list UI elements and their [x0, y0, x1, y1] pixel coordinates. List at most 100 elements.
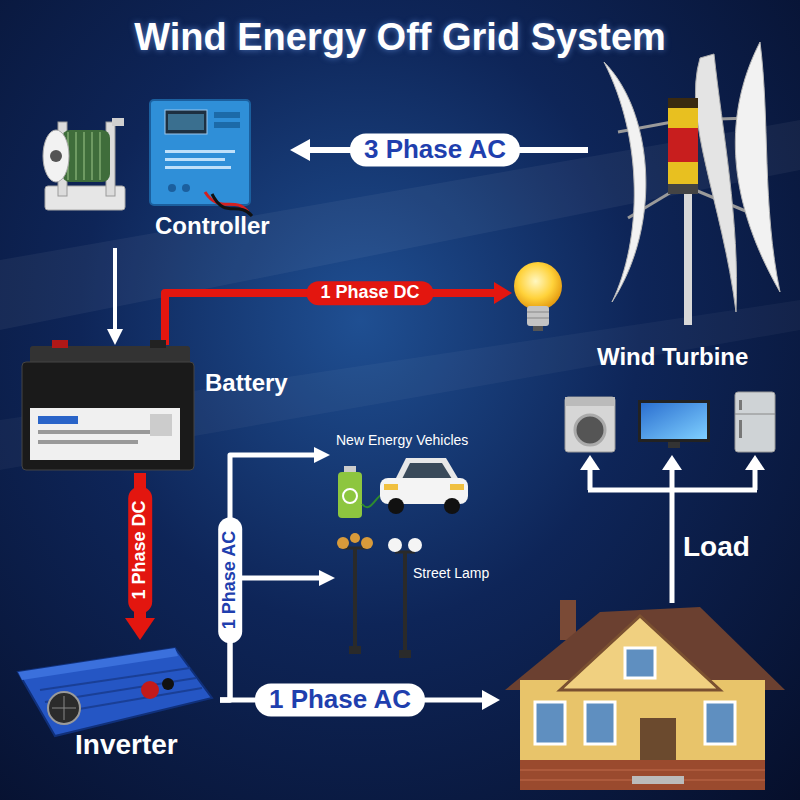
controller-box-part	[165, 166, 231, 169]
controller-box-part	[150, 100, 250, 205]
controller-box-part	[168, 114, 204, 130]
dump-resistor	[43, 118, 125, 210]
wind-turbine-part	[735, 42, 780, 292]
arrow-head	[319, 570, 335, 586]
wind-turbine-part	[668, 128, 698, 162]
street-lamps	[337, 533, 422, 658]
street-lamps-part	[337, 537, 349, 549]
load-arrows-part	[753, 468, 758, 490]
vehicle-icons-part	[384, 484, 398, 490]
connector-label: 3 Phase AC	[350, 133, 520, 166]
controller-box-part	[214, 122, 240, 128]
house-part	[520, 760, 765, 790]
battery-image-part	[38, 440, 138, 444]
arrow-head	[107, 329, 123, 345]
dump-resistor-part	[50, 150, 62, 162]
inverter-image-part	[141, 681, 159, 699]
appliances-part	[575, 415, 605, 445]
battery-image-part	[52, 340, 68, 348]
connector-label: 1 Phase AC	[218, 517, 242, 643]
inverter-label: Inverter	[75, 728, 178, 762]
street-lamps-part	[353, 548, 357, 650]
wire-label: 1 Phase DC	[306, 281, 433, 305]
connector	[107, 248, 123, 345]
wind-turbine-part	[668, 98, 698, 108]
connector-line	[113, 248, 117, 331]
house-part	[705, 702, 735, 744]
background-streaks-part	[0, 300, 800, 470]
battery-image-part	[22, 362, 194, 470]
vehicle-icons-part	[362, 494, 382, 507]
controller-node: Controller	[40, 98, 290, 248]
house-part	[560, 616, 720, 690]
controller-label: Controller	[155, 212, 270, 241]
inverter-image-part	[18, 648, 178, 680]
inverter-image-part	[40, 668, 190, 690]
inverter-image-part	[48, 692, 80, 724]
controller-box-part	[165, 158, 225, 161]
light-bulb-part	[533, 326, 543, 331]
background-streaks-part	[0, 120, 800, 330]
light-bulb-part	[527, 312, 549, 313]
arrow-head	[290, 139, 310, 161]
dump-resistor-part	[75, 132, 77, 180]
house-part	[520, 770, 765, 771]
appliances-part	[565, 397, 615, 452]
controller-box-part	[165, 150, 235, 153]
vehicle-icons-part	[444, 498, 460, 514]
battery-node: Battery	[18, 345, 303, 473]
appliances-part	[735, 392, 775, 452]
house-part	[585, 702, 615, 744]
battery-image-part	[150, 340, 166, 348]
appliances-part	[638, 400, 710, 442]
street-lamps-part	[408, 538, 422, 552]
wind-turbine-part	[684, 190, 692, 325]
battery-label: Battery	[205, 369, 288, 398]
inverter-image-part	[18, 648, 212, 736]
wind-turbine-part	[695, 54, 736, 312]
load-arrows	[580, 455, 765, 603]
vehicle-icons-part	[450, 484, 464, 490]
house	[505, 600, 785, 790]
dump-resistor-part	[91, 132, 93, 180]
street-lamps-part	[388, 538, 402, 552]
vehicle-icons-part	[338, 472, 362, 518]
appliances-part	[739, 400, 742, 410]
vehicle-icons	[338, 458, 468, 518]
appliances-part	[739, 420, 742, 438]
load-arrows-part	[670, 490, 675, 603]
turbine-label: Wind Turbine	[597, 343, 748, 372]
diagram-title: Wind Energy Off Grid System	[0, 16, 800, 59]
ac-line-to-house-part	[482, 690, 500, 710]
vehicle-node: New Energy Vehicles	[330, 428, 492, 523]
arrow-head	[125, 618, 155, 640]
appliances-part	[565, 397, 615, 406]
controller-box-part	[214, 112, 240, 118]
turbine-node: Wind Turbine	[588, 60, 783, 378]
inverter-image-part	[162, 678, 174, 690]
wind-turbine-part	[668, 98, 698, 194]
load-arrows-part	[588, 468, 593, 490]
load-arrows-part	[662, 455, 682, 470]
load-arrows-part	[670, 468, 675, 490]
controller-box-part	[165, 110, 207, 134]
light-bulb-part	[527, 318, 549, 319]
street-lamps-part	[399, 650, 411, 658]
house-part	[632, 776, 684, 784]
lamp-label: Street Lamp	[413, 565, 489, 582]
controller-box	[150, 100, 252, 216]
appliances-part	[735, 414, 775, 415]
house-part	[520, 680, 765, 790]
light-bulb-part	[514, 262, 562, 310]
dump-resistor-part	[99, 132, 101, 180]
battery-image-part	[38, 430, 158, 434]
lamp-node: Street Lamp	[335, 530, 505, 655]
dump-resistor-part	[43, 130, 69, 182]
house-part	[505, 607, 785, 690]
dc-wire	[165, 282, 512, 345]
house-part	[625, 648, 655, 678]
appliances-part	[641, 403, 707, 439]
controller-box-part	[168, 184, 176, 192]
